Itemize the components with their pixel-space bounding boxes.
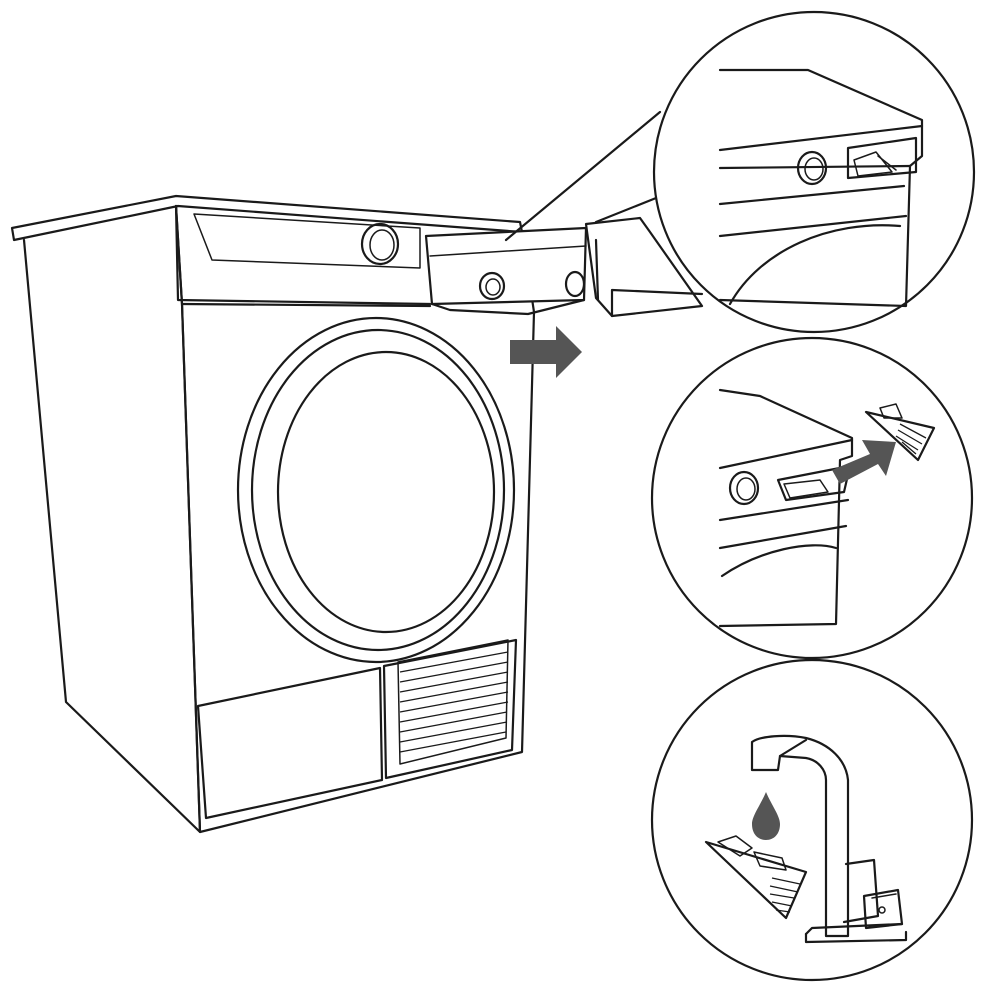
faucet-icon — [750, 734, 908, 944]
remove-drawer-panel — [650, 336, 974, 660]
dispenser-drawer-extended — [424, 216, 704, 318]
rinse-drawer-panel — [650, 658, 974, 982]
dryer-appliance — [10, 194, 536, 834]
removed-drawer-icon — [864, 403, 936, 462]
pull-out-arrow-icon — [832, 440, 896, 484]
arrow-right-icon — [510, 326, 582, 378]
dryer-door — [236, 316, 516, 664]
dryer-knob-icon — [360, 222, 400, 266]
water-drop-icon — [752, 792, 780, 840]
dispenser-drawer-closed-icon — [846, 136, 918, 180]
dryer-vent-grille — [397, 639, 509, 765]
zoom-detail-panel — [652, 10, 976, 334]
rinsing-drawer-icon — [704, 835, 808, 920]
